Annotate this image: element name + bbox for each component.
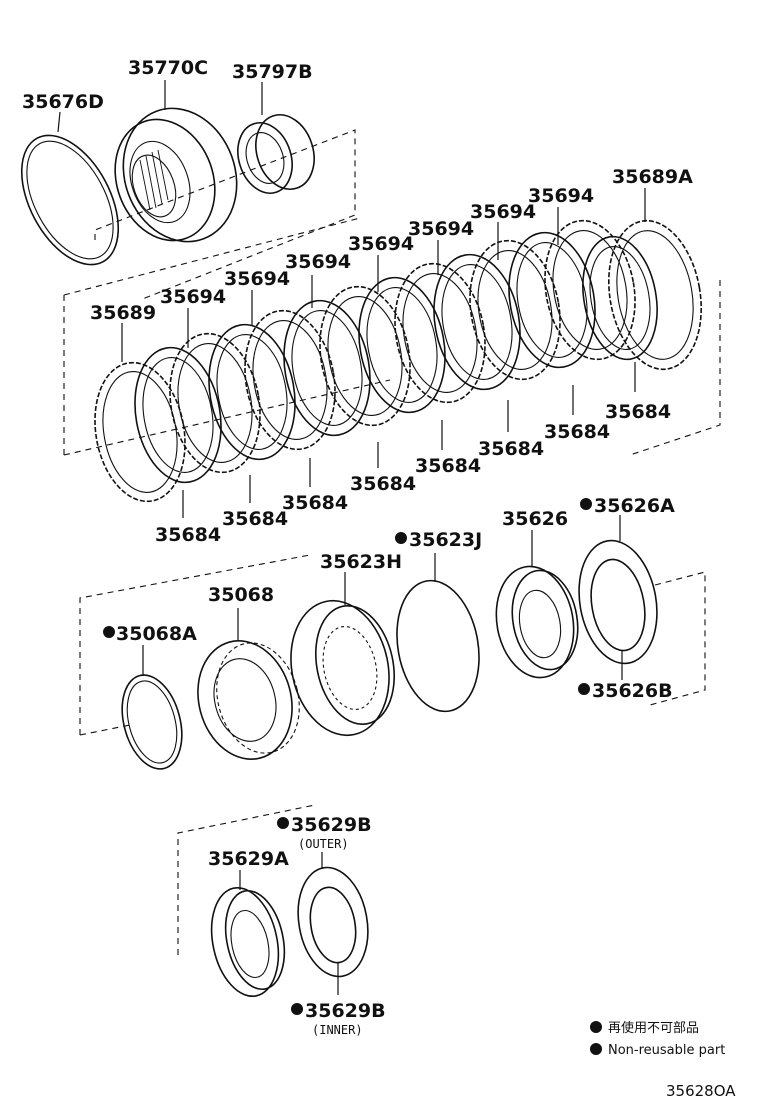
label-35623H[interactable]: 35623H (320, 551, 402, 573)
label-35626[interactable]: 35626 (502, 508, 568, 530)
label-35689[interactable]: 35689 (90, 302, 156, 324)
part-35626A-outer-ring[interactable] (570, 515, 666, 670)
part-35797B-bearing-race[interactable] (229, 82, 323, 200)
part-35629A-oil-seal[interactable] (202, 870, 293, 1002)
part-labels: 35676D 35770C 35797B 35689A 35689 35694 … (22, 57, 693, 1037)
legend-jp: 再使用不可部品 (608, 1020, 699, 1036)
disc-5[interactable] (424, 248, 530, 397)
label-35694-5[interactable]: 35694 (408, 218, 474, 240)
part-35629B-outer-ring[interactable] (290, 852, 376, 982)
label-35626A[interactable]: 35626A (594, 495, 675, 517)
part-35676D-snap-ring[interactable] (2, 111, 138, 281)
label-35689A[interactable]: 35689A (612, 166, 693, 188)
part-35623H-piston[interactable] (279, 572, 405, 744)
clutch-plates[interactable] (85, 213, 713, 508)
label-35068[interactable]: 35068 (208, 584, 274, 606)
disc-2[interactable] (199, 318, 305, 467)
legend: 再使用不可部品 Non-reusable part (590, 1020, 725, 1058)
plate-3[interactable] (235, 303, 346, 456)
label-35684-3[interactable]: 35684 (282, 492, 348, 514)
clutch-leaders (121, 188, 646, 518)
label-35797B[interactable]: 35797B (232, 61, 313, 83)
plate-2[interactable] (160, 326, 271, 479)
label-35629B-inner[interactable]: 35629B (305, 1000, 386, 1022)
label-35676D[interactable]: 35676D (22, 91, 104, 113)
label-35623J[interactable]: 35623J (409, 529, 482, 551)
top-group-frame (94, 129, 356, 301)
label-35694-2[interactable]: 35694 (224, 268, 290, 290)
non-reusable-dot-icon (580, 498, 592, 510)
label-inner-note: (INNER) (312, 1023, 363, 1037)
non-reusable-dot-icon (395, 532, 407, 544)
middle-group-frame (79, 554, 706, 736)
plate-7[interactable] (535, 213, 646, 366)
label-35626B[interactable]: 35626B (592, 680, 673, 702)
label-35684-7[interactable]: 35684 (544, 421, 610, 443)
label-35068A[interactable]: 35068A (116, 623, 197, 645)
label-35684-6[interactable]: 35684 (478, 438, 544, 460)
plate-6[interactable] (460, 233, 571, 386)
plate-4[interactable] (310, 279, 421, 432)
label-35684-8[interactable]: 35684 (605, 401, 671, 423)
plate-5[interactable] (385, 256, 496, 409)
bottom-group-frame (177, 804, 316, 955)
label-35684-4[interactable]: 35684 (350, 473, 416, 495)
clutch-pack-frame (63, 217, 721, 456)
label-35684-1[interactable]: 35684 (155, 524, 221, 546)
non-reusable-dot-icon (103, 626, 115, 638)
part-35068A-snap-ring[interactable] (113, 645, 192, 776)
label-outer-note: (OUTER) (298, 837, 349, 851)
label-35629A[interactable]: 35629A (208, 848, 289, 870)
diagram-ref-number: 35628OA (666, 1082, 736, 1100)
part-35623J-o-ring[interactable] (387, 553, 489, 718)
label-35684-2[interactable]: 35684 (222, 508, 288, 530)
label-35770C[interactable]: 35770C (128, 57, 208, 79)
label-35684-5[interactable]: 35684 (415, 455, 481, 477)
plate-35689A[interactable] (598, 213, 713, 376)
non-reusable-dot-icon (291, 1003, 303, 1015)
disc-3[interactable] (274, 294, 380, 443)
part-35626-oil-seal[interactable] (488, 530, 585, 684)
disc-6[interactable] (499, 226, 605, 375)
legend-en: Non-reusable part (608, 1043, 725, 1058)
disc-4[interactable] (349, 271, 455, 420)
disc-1[interactable] (125, 341, 231, 490)
part-35626B-inner-ring[interactable] (584, 555, 651, 680)
label-35694-7[interactable]: 35694 (528, 185, 594, 207)
label-35629B-outer[interactable]: 35629B (291, 814, 372, 836)
non-reusable-dot-icon (590, 1043, 602, 1055)
label-35694-6[interactable]: 35694 (470, 201, 536, 223)
part-35068-spring-retainer[interactable] (185, 608, 311, 770)
part-35629B-inner-ring[interactable] (305, 884, 362, 995)
part-35770C-clutch-drum[interactable] (99, 80, 255, 258)
non-reusable-dot-icon (578, 683, 590, 695)
label-35694-1[interactable]: 35694 (160, 286, 226, 308)
label-35694-4[interactable]: 35694 (348, 233, 414, 255)
label-35694-3[interactable]: 35694 (285, 251, 351, 273)
non-reusable-dot-icon (277, 817, 289, 829)
non-reusable-dot-icon (590, 1021, 602, 1033)
